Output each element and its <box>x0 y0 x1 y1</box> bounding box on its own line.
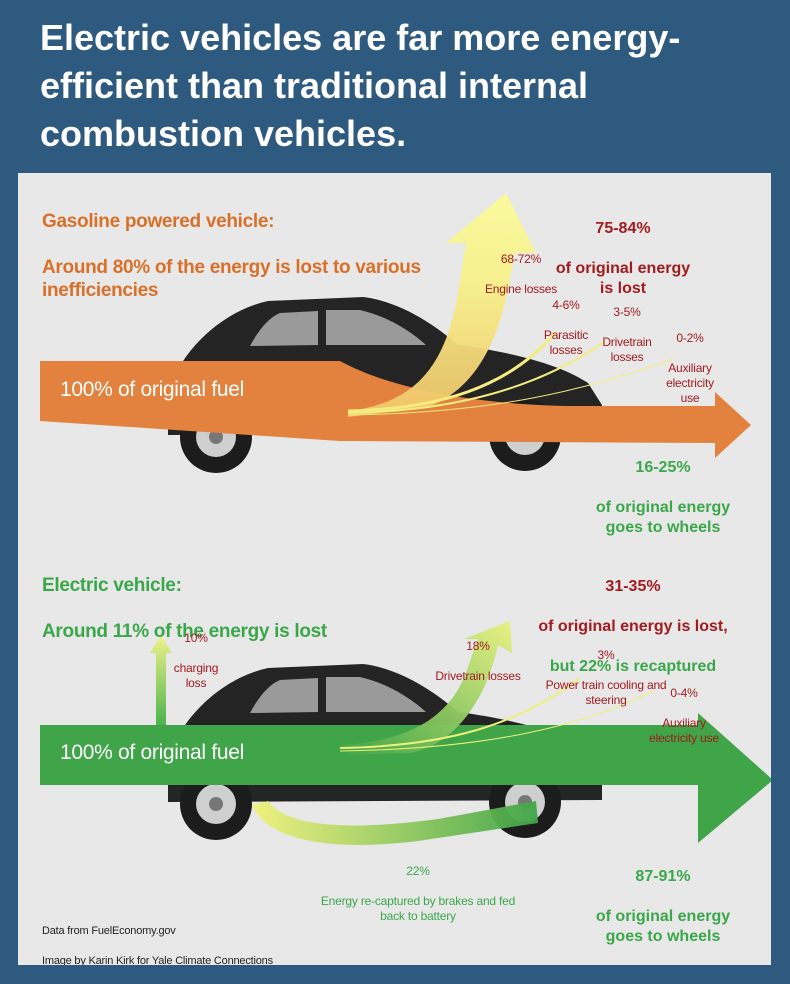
electric-heading-line1: Electric vehicle: <box>42 575 182 596</box>
recapture-arrow <box>252 801 538 845</box>
gasoline-heading-line1: Gasoline powered vehicle: <box>42 211 275 232</box>
auxiliary-losses-label: 0-2% Auxiliary electricity use <box>654 316 726 421</box>
electric-heading-line2: Around 11% of the energy is lost <box>42 621 327 642</box>
electric-input-label: 100% of original fuel <box>60 741 244 764</box>
electric-total-lost: 31-35% of original energy is lost, but 2… <box>518 557 748 697</box>
parasitic-losses-label: 4-6% Parasitic losses <box>536 283 596 373</box>
ev-cooling-text: Power train cooling and steering <box>545 678 667 707</box>
headline: Electric vehicles are far more energy-ef… <box>40 17 681 154</box>
recapture-pct: 22% <box>406 864 430 878</box>
gasoline-heading-line2: Around 80% of the energy is lost to vari… <box>42 257 421 301</box>
electric-heading: Electric vehicle: Around 11% of the ener… <box>42 551 462 666</box>
gasoline-wheels-text: of original energy goes to wheels <box>595 499 731 536</box>
gasoline-total-lost: 75-84% of original energy is lost <box>538 199 708 319</box>
parasitic-loss-stream <box>347 332 557 413</box>
charging-loss-text: charging loss <box>173 661 219 690</box>
flow-diagram <box>40 193 771 845</box>
ev-cooling-loss-stream <box>339 677 581 749</box>
ev-drivetrain-loss-arrow <box>340 621 512 755</box>
gasoline-total-lost-text: of original energy is lost <box>555 260 691 297</box>
ev-cooling-pct: 3% <box>597 648 615 662</box>
auxiliary-losses-pct: 0-2% <box>676 331 704 345</box>
recapture-text: Energy re-captured by brakes and fed bac… <box>320 894 516 923</box>
drivetrain-losses-label: 3-5% Drivetrain losses <box>592 290 662 380</box>
drivetrain-losses-text: Drivetrain losses <box>602 335 652 364</box>
drivetrain-loss-stream <box>347 342 604 414</box>
gasoline-wheels-pct: 16-25% <box>635 459 691 476</box>
ev-auxiliary-pct: 0-4% <box>670 686 698 700</box>
electric-wheels-pct: 87-91% <box>635 868 691 885</box>
ev-drivetrain-label: 18% Drivetrain losses <box>423 624 533 699</box>
gasoline-heading: Gasoline powered vehicle: Around 80% of … <box>42 187 462 325</box>
ev-auxiliary-label: 0-4% Auxiliary electricity use <box>634 671 734 761</box>
ev-auxiliary-text: Auxiliary electricity use <box>649 716 719 745</box>
engine-losses-text: Engine losses <box>484 282 558 296</box>
ev-cooling-label: 3% Power train cooling and steering <box>536 633 676 723</box>
charging-loss-pct: 10% <box>184 631 208 645</box>
parasitic-losses-pct: 4-6% <box>552 298 580 312</box>
gasoline-total-lost-pct: 75-84% <box>595 220 651 237</box>
credit-image-author: Image by Karin Kirk for Yale Climate Con… <box>42 955 273 965</box>
credit-data-source: Data from FuelEconomy.gov <box>42 925 176 937</box>
engine-losses-pct: 68-72% <box>500 252 542 266</box>
charging-loss-arrow <box>150 635 172 725</box>
gasoline-wheels: 16-25% of original energy goes to wheels <box>578 438 748 558</box>
auxiliary-loss-stream <box>347 358 674 416</box>
ev-auxiliary-loss-stream <box>339 690 654 752</box>
engine-loss-arrow <box>348 193 536 417</box>
recapture-label: 22% Energy re-captured by brakes and fed… <box>308 849 528 939</box>
electric-total-lost-pct: 31-35% <box>605 578 661 595</box>
credits: Data from FuelEconomy.gov Image by Karin… <box>42 909 342 965</box>
ev-drivetrain-pct: 18% <box>466 639 490 653</box>
auxiliary-losses-text: Auxiliary electricity use <box>666 361 714 405</box>
parasitic-losses-text: Parasitic losses <box>543 328 589 357</box>
engine-losses-label: 68-72% Engine losses <box>476 237 566 312</box>
gasoline-input-label: 100% of original fuel <box>60 378 244 401</box>
charging-loss-label: 10% charging loss <box>164 616 228 706</box>
electric-wheels: 87-91% of original energy goes to wheels <box>578 847 748 965</box>
electric-total-lost-text: of original energy is lost, <box>538 618 728 635</box>
ev-drivetrain-text: Drivetrain losses <box>435 669 521 683</box>
electric-recaptured-text: but 22% is recaptured <box>549 658 717 675</box>
drivetrain-losses-pct: 3-5% <box>613 305 641 319</box>
electric-wheels-text: of original energy goes to wheels <box>595 908 731 945</box>
infographic-panel: Gasoline powered vehicle: Around 80% of … <box>18 173 771 965</box>
electric-input-arrow <box>40 713 771 843</box>
